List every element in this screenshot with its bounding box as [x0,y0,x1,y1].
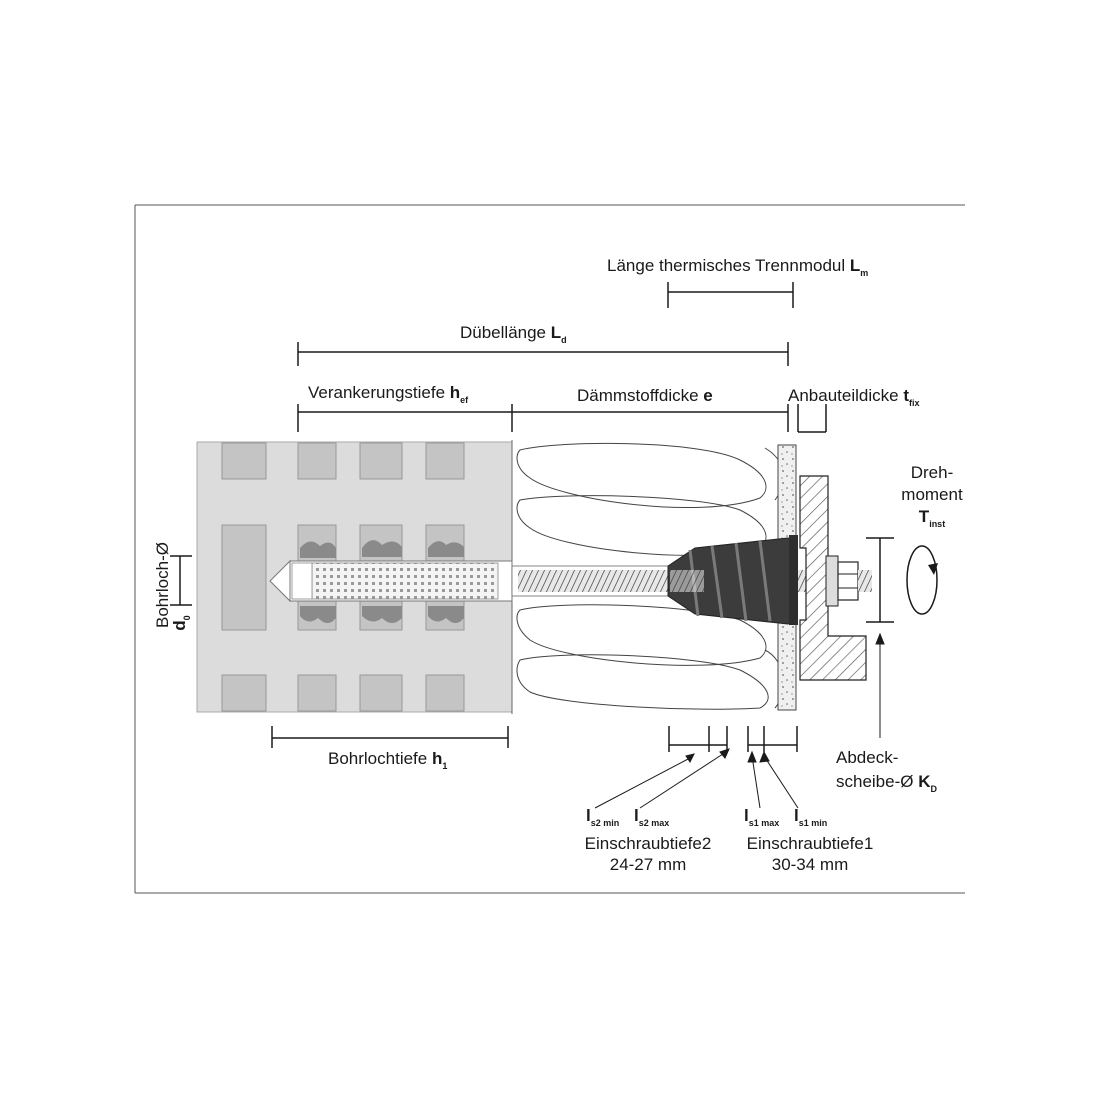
anchor-sleeve [269,559,513,603]
screw-depth-2-title: Einschraubtiefe2 [584,834,712,853]
screw-depth-1-title: Einschraubtiefe1 [746,834,874,853]
mortar [300,540,464,623]
label-drill-depth: Bohrlochtiefe h1 [328,749,448,771]
leader-arrows [594,632,885,809]
dimension-lines [170,282,894,752]
screw-depth-1-range: 30-34 mm [771,855,849,874]
label-anchor-length: Dübellänge Ld [460,323,567,345]
label-insulation-thickness: Dämmstoffdicke e [577,386,713,405]
label-torque: Dreh- moment Tinst [892,462,972,530]
label-thermal-module-length: Länge thermisches Trennmodul Lm [607,256,869,278]
label-screw-depth-1: Einschraubtiefe1 30-34 mm [740,833,880,875]
label-anchoring-depth: Verankerungstiefe hef [308,383,469,405]
cover-disc-line1: Abdeck- [836,748,899,767]
frame [134,204,965,894]
threaded-rod [511,565,830,597]
label-component-thickness: Anbauteildicke tfix [788,386,920,408]
label-cover-disc: Abdeck- scheibe-Ø KD [836,748,937,794]
cover-disc-and-nut [789,535,872,625]
torque-line1: Dreh- [910,463,954,482]
thermal-module [667,537,796,625]
torque-arrow-icon [906,545,938,615]
label-screw-depth-2: Einschraubtiefe2 24-27 mm [578,833,718,875]
torque-line2: moment [901,485,963,504]
label-ls1-max: ls1 max [744,806,780,828]
label-drill-diameter-symbol: d0 [170,615,192,631]
label-ls1-min: ls1 min [794,806,828,828]
label-ls2-max: ls2 max [634,806,670,828]
label-ls2-min: ls2 min [586,806,620,828]
screw-depth-2-range: 24-27 mm [609,855,687,874]
